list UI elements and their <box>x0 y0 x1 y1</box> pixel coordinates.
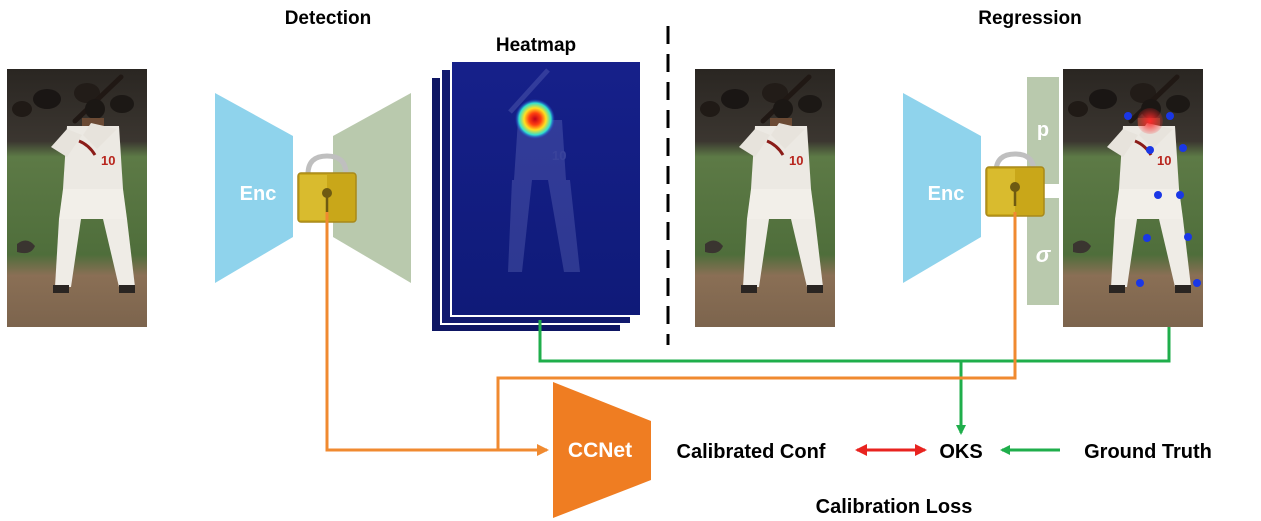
heading-heatmap: Heatmap <box>496 35 576 56</box>
detection-encoder-label: Enc <box>240 183 277 205</box>
regression-encoder-label: Enc <box>928 183 965 205</box>
detection-encoder <box>215 93 293 283</box>
regression-input-photo <box>695 69 835 327</box>
detection-decoder <box>333 93 411 283</box>
keypoint-uncertainty <box>1137 108 1163 134</box>
sigma-output-label: σ <box>1036 242 1052 267</box>
predicted-keypoints <box>1124 108 1201 287</box>
svg-text:10: 10 <box>552 148 566 163</box>
ground-truth-label: Ground Truth <box>1084 441 1212 463</box>
heatmap-stack: 10 <box>430 60 642 333</box>
ccnet-label: CCNet <box>568 439 632 462</box>
detection-input-photo <box>7 69 147 327</box>
regression-lock-icon <box>985 151 1045 217</box>
green-connector <box>538 320 1171 435</box>
regression-encoder <box>903 93 981 283</box>
heatmap-hotspot <box>515 99 555 139</box>
oks-label: OKS <box>939 441 982 463</box>
heading-detection: Detection <box>285 8 372 29</box>
detection-lock-icon <box>297 153 357 223</box>
ccnet-block <box>553 382 651 518</box>
calibration-loss-label: Calibration Loss <box>816 496 973 518</box>
heading-regression: Regression <box>978 8 1081 29</box>
calibrated-conf-label: Calibrated Conf <box>677 441 826 463</box>
p-output-label: p <box>1037 119 1049 141</box>
orange-connector <box>325 212 1017 456</box>
